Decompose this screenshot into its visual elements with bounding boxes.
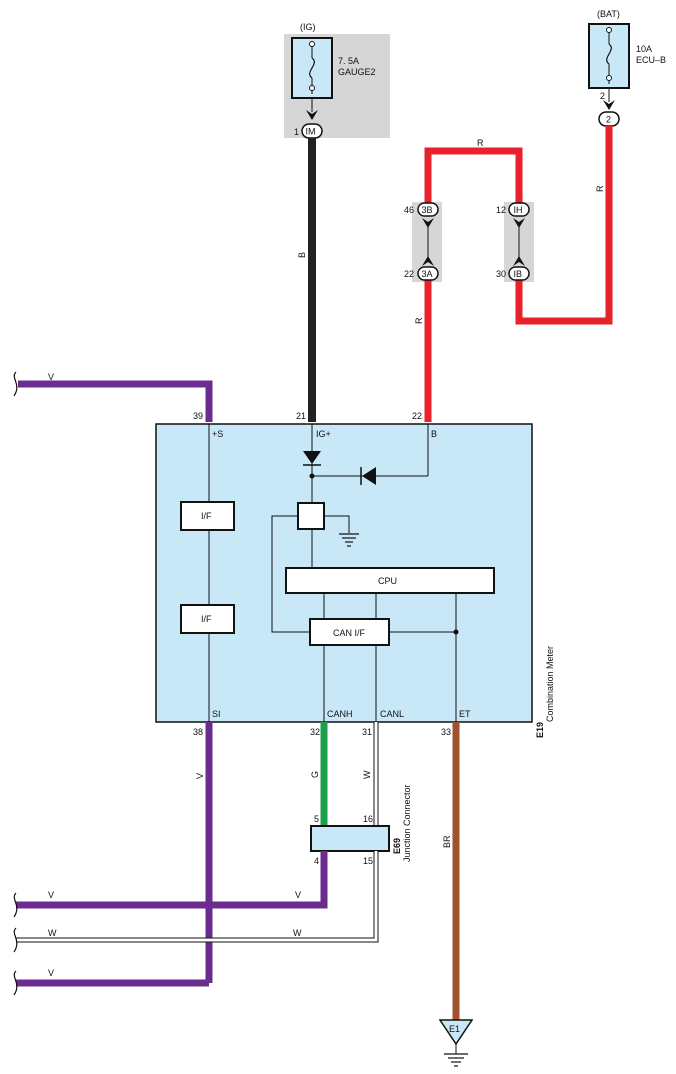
et-node-dot	[453, 629, 459, 635]
junction-ih-pin: 12	[496, 205, 506, 215]
wire-label-v-bottom-2: V	[48, 968, 54, 978]
if-top-label: I/F	[201, 511, 212, 521]
wire-label-br: BR	[442, 835, 452, 848]
ig-fuse-name: GAUGE2	[338, 67, 376, 77]
wire-label-w-canl: W	[362, 770, 372, 779]
junction-connector-name: Junction Connector	[402, 784, 412, 862]
jc-pin-5: 5	[314, 814, 319, 824]
wire-label-red-left: R	[414, 317, 424, 324]
meter-pin-38: 38	[193, 727, 203, 737]
wire-label-g: G	[310, 771, 320, 778]
junction-3a-pin: 22	[404, 269, 414, 279]
junction-3b-code: 3B	[422, 205, 433, 215]
jc-pin-16: 16	[363, 814, 373, 824]
junction-connector-code: E69	[392, 838, 402, 854]
meter-code: E19	[535, 722, 545, 738]
meter-pin-label-plus-s: +S	[212, 429, 223, 439]
ig-fuse-rating: 7. 5A	[338, 56, 359, 66]
ground-e1-icon	[438, 1019, 474, 1046]
wire-label-w-bottom-right: W	[293, 928, 302, 938]
cpu-label: CPU	[378, 576, 397, 586]
wire-violet-plus-s	[18, 380, 213, 422]
meter-pin-label-si: SI	[212, 709, 221, 719]
ig-connector-arrow-icon	[306, 110, 318, 120]
junction-ib-pin: 30	[496, 269, 506, 279]
meter-pin-label-ig: IG+	[316, 429, 331, 439]
ig-source-label: (IG)	[300, 22, 316, 32]
wire-break-icon-3	[13, 927, 18, 953]
meter-pin-21: 21	[296, 411, 306, 421]
regulator-to-canif	[271, 515, 310, 633]
diode-b-icon	[362, 467, 376, 485]
internal-ground-icon	[339, 533, 359, 547]
junction-3a-arrow-icon	[422, 256, 434, 266]
meter-pin-39: 39	[193, 411, 203, 421]
meter-pin-label-et: ET	[459, 709, 471, 719]
meter-pin-label-canh: CANH	[327, 709, 353, 719]
wire-label-w-bottom-left: W	[48, 928, 57, 938]
junction-ib-code: IB	[514, 269, 523, 279]
wire-red-top-loop	[424, 147, 523, 204]
ig-fuse-icon	[291, 37, 333, 99]
ig-pin-number: 1	[294, 127, 299, 137]
internal-ground-link	[324, 515, 350, 533]
junction-3a-code: 3A	[422, 269, 433, 279]
if-bottom-label: I/F	[201, 614, 212, 624]
junction-3b-badge	[417, 202, 439, 217]
wire-red-bat	[515, 126, 613, 325]
meter-pin-33: 33	[441, 727, 451, 737]
bat-source-label: (BAT)	[597, 9, 620, 19]
junction-connector-box	[310, 825, 390, 852]
wire-label-v-bottom-1-left: V	[48, 890, 54, 900]
junction-3a-badge	[417, 266, 439, 281]
wire-white-bottom	[16, 851, 378, 942]
wire-label-red-right: R	[595, 185, 605, 192]
meter-pin-label-b: B	[431, 429, 437, 439]
meter-pin-22: 22	[412, 411, 422, 421]
junction-ib-arrow-icon	[513, 256, 525, 266]
wire-break-icon-2	[13, 892, 18, 918]
bat-pin-number: 2	[600, 91, 605, 101]
wire-label-ig: B	[297, 252, 307, 258]
junction-3b-pin: 46	[404, 205, 414, 215]
ground-bars-icon	[444, 1053, 468, 1067]
regulator-box	[297, 502, 325, 530]
wire-break-icon	[13, 371, 18, 397]
diode-ig-icon	[303, 451, 321, 464]
wire-label-v-bottom-1-right: V	[295, 890, 301, 900]
if-top-box	[180, 501, 235, 531]
meter-pin-32: 32	[310, 727, 320, 737]
junction-ib-badge	[508, 266, 530, 281]
cpu-box	[285, 567, 495, 594]
bat-connector-arrow-icon	[603, 100, 615, 110]
wire-label-red-top: R	[477, 138, 484, 148]
wire-violet-bottom-1	[16, 851, 328, 909]
can-if-box	[309, 618, 390, 646]
bat-fuse-name: ECU–B	[636, 55, 666, 65]
can-if-label: CAN I/F	[333, 628, 366, 638]
junction-ih-badge	[508, 202, 530, 217]
junction-3b-arrow-icon	[422, 218, 434, 228]
ground-e1-label: E1	[449, 1024, 460, 1034]
meter-pin-31: 31	[362, 727, 372, 737]
jc-pin-15: 15	[363, 856, 373, 866]
bat-fuse-icon	[588, 23, 630, 89]
meter-pin-label-canl: CANL	[380, 709, 404, 719]
junction-ih-code: IH	[514, 205, 523, 215]
junction-ih-arrow-icon	[513, 218, 525, 228]
ig-connector-code: IM	[306, 127, 316, 137]
meter-name: Combination Meter	[545, 646, 555, 722]
if-bottom-box	[180, 604, 235, 634]
wire-label-v-si: V	[195, 773, 205, 779]
jc-pin-4: 4	[314, 856, 319, 866]
bat-connector-code: 2	[606, 115, 611, 125]
wire-label-v-top: V	[48, 372, 54, 382]
wire-break-icon-4	[13, 970, 18, 996]
bat-fuse-rating: 10A	[636, 44, 652, 54]
